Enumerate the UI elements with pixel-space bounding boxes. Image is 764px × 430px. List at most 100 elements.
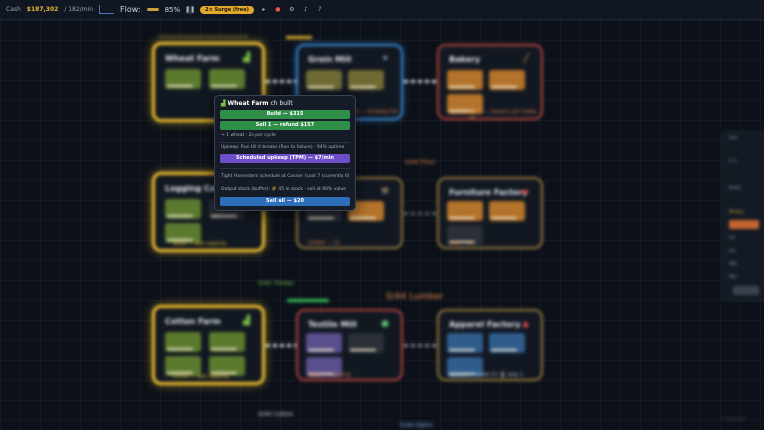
bakery-card[interactable]: Bakery ╱ bread — buyers can't keep up	[437, 44, 543, 121]
surge-button[interactable]: 2× Surge (free)	[200, 5, 254, 14]
belt	[266, 80, 296, 83]
card-title: Furniture Factory	[449, 188, 528, 197]
sell-all-button[interactable]: Sell all — $20	[220, 197, 350, 206]
toolbar-item[interactable]: Modes	[729, 210, 744, 215]
input-slot[interactable]	[306, 70, 342, 90]
cotton-farm-card[interactable]: Cotton Farm ▟ cotton — add capacity	[152, 305, 265, 385]
output-slot[interactable]	[209, 356, 245, 376]
build-button[interactable]: Build — $315	[220, 110, 350, 119]
bell-icon[interactable]: ♪	[303, 6, 308, 13]
input-slot[interactable]	[447, 225, 483, 245]
status-note: buyers — needs 2× ⌛ only 1	[449, 372, 524, 378]
status-note: ok — increase full	[353, 109, 398, 115]
apparel-factory-card[interactable]: Apparel Factory ▲ buyers — needs 2× ⌛ on…	[437, 309, 543, 381]
divider	[220, 168, 350, 169]
speed-icon[interactable]: ▸	[262, 6, 266, 13]
card-title: Logging Camp	[165, 184, 230, 193]
status-note: bread — buyers can't keep up	[469, 109, 537, 121]
belt	[404, 212, 437, 215]
yield-text: → 1 wheat · 2s per cycle	[221, 133, 276, 138]
toolbar-item[interactable]: Min	[729, 275, 737, 280]
belt	[266, 344, 296, 347]
output-slot[interactable]	[165, 356, 201, 376]
toolbar-item[interactable]: Ins	[729, 249, 736, 254]
input-slot[interactable]	[447, 94, 483, 114]
resource-label: 0/44 Lumber	[386, 292, 444, 302]
toolbar-item[interactable]: Fix	[729, 236, 736, 241]
toolbar-item[interactable]: Info	[729, 136, 738, 141]
popup-title: Wheat Farm	[227, 100, 269, 107]
output-slot[interactable]	[165, 69, 201, 89]
card-title: Cotton Farm	[165, 317, 221, 326]
gear-icon[interactable]: ⚙	[289, 6, 295, 13]
card-title: Apparel Factory	[449, 320, 521, 329]
card-title: Grain Mill	[308, 55, 352, 64]
top-bar: Cash $187,302 / 182/min Flow: 85% ❚❚ 2× …	[0, 0, 764, 20]
output-slot[interactable]	[348, 333, 384, 353]
scheduled-upkeep-button[interactable]: Scheduled upkeep (TPM) — $7/min	[220, 154, 350, 163]
resource-label: 0/44 Fabric	[400, 422, 434, 429]
resource-label: 0/44 Cotton	[258, 411, 294, 418]
belt	[404, 80, 437, 83]
cash-label: Cash	[6, 6, 21, 13]
output-slot[interactable]	[209, 69, 245, 89]
card-title: Wheat Farm	[165, 54, 220, 63]
output-slot[interactable]	[209, 332, 245, 352]
plant-icon: ▟	[243, 53, 250, 63]
input-slot[interactable]	[447, 333, 483, 353]
output-slot[interactable]	[489, 333, 525, 353]
bread-icon: ╱	[523, 54, 529, 64]
output-slot[interactable]	[165, 199, 201, 219]
input-slot[interactable]	[348, 201, 384, 221]
toolbar-item[interactable]: $ ±	[729, 159, 738, 164]
status-note: lumber — 1s	[308, 240, 340, 246]
yarn-icon: ●	[381, 319, 389, 329]
popup-subtitle: ch built	[270, 100, 293, 107]
watermark: autopause	[720, 416, 747, 422]
output-slot[interactable]	[489, 201, 525, 221]
card-title: Textile Mill	[308, 320, 357, 329]
output-slot[interactable]	[165, 332, 201, 352]
input-slot[interactable]	[447, 201, 483, 221]
upkeep-text: Upkeep: Run till it breaks (Run to failu…	[221, 145, 345, 150]
toolbar-item[interactable]: Mkt	[729, 262, 738, 267]
card-title: Bakery	[449, 55, 481, 64]
resource-label: 0/44 Flour	[405, 159, 436, 166]
input-slot[interactable]	[447, 357, 483, 377]
record-icon[interactable]: ●	[275, 6, 281, 13]
pause-icon[interactable]: ❚❚	[185, 5, 196, 14]
popup-header: ▟ Wheat Farm ch built	[221, 100, 293, 107]
input-slot[interactable]	[306, 357, 342, 377]
input-slot[interactable]	[306, 333, 342, 353]
help-icon[interactable]: ?	[318, 6, 322, 13]
furniture-factory-card[interactable]: Furniture Factory ▬ stall — 1s	[437, 177, 543, 249]
sell-button[interactable]: Sell 1 — refund $157	[220, 121, 350, 130]
resource-label: 0/44 Timber	[258, 280, 295, 287]
output-slot[interactable]	[165, 223, 201, 243]
wheat-farm-card[interactable]: Wheat Farm ▟	[152, 42, 265, 122]
output-stock-text: Output stock (buffer): 🌾 45 in stock · s…	[221, 187, 346, 192]
status-note: fabric — starving	[308, 372, 351, 378]
textile-mill-card[interactable]: Textile Mill ● fabric — starving	[296, 309, 403, 381]
input-slot[interactable]	[447, 70, 483, 90]
flow-label: Flow:	[120, 5, 141, 14]
plant-icon: ▟	[221, 100, 226, 107]
toolbar-item[interactable]: Build	[729, 186, 741, 191]
divider	[220, 142, 350, 143]
input-slot[interactable]	[348, 70, 384, 90]
cash-value: $187,302	[26, 6, 59, 13]
cash-rate: / 182/min	[64, 6, 94, 13]
plant-icon: ▟	[243, 316, 250, 326]
flow-percent: 85%	[164, 5, 181, 14]
output-slot[interactable]	[489, 70, 525, 90]
status-note: stall — 1s	[449, 240, 474, 246]
machine-popup: ▟ Wheat Farm ch built Build — $315 Sell …	[214, 95, 356, 211]
trend-icon	[99, 5, 115, 14]
flow-bar	[146, 8, 159, 11]
status-note: cotton — add capacity	[173, 374, 230, 380]
gear-icon: ✦	[381, 54, 389, 64]
warning-text: Tight Harvesters schedule at Cassie: (co…	[221, 174, 350, 179]
sofa-icon: ▬	[520, 187, 529, 197]
belt	[404, 344, 437, 347]
saw-icon: ⚒	[380, 187, 389, 197]
